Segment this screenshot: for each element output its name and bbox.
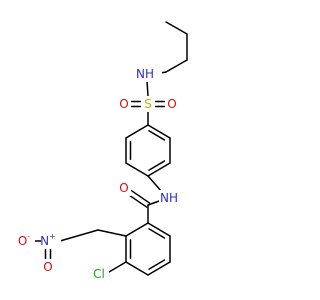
sulfonyl-oxygen-left-label: O — [117, 96, 131, 112]
upper-ring-bond-6 — [125, 124, 149, 139]
amide-nh-label: NH — [159, 190, 183, 206]
chlorine-symbol: Cl — [93, 267, 105, 281]
upper-ring-inner-1 — [148, 130, 166, 141]
carbonyl-double-bond-a — [129, 189, 151, 204]
nitro-n-charge: + — [49, 232, 56, 241]
amide-oxygen-symbol: O — [119, 181, 128, 195]
amide-n-symbol: N — [160, 191, 169, 205]
carbonyl-double-bond-b — [126, 193, 148, 208]
nitro-o-double-symbol: O — [43, 260, 52, 274]
ring-chlorine-bond — [108, 261, 127, 273]
nitro-oxygen-charged-label: O- — [17, 232, 35, 249]
butyl-bond-3 — [165, 59, 188, 73]
chlorine-atom-label: Cl — [89, 266, 109, 282]
ring-nitro-bond — [97, 229, 127, 237]
upper-ring-bond-3 — [147, 162, 171, 177]
n-s-bond — [146, 80, 149, 97]
sulfonyl-oxygen-left-symbol: O — [119, 97, 128, 111]
nitro-o-charged-symbol: O — [18, 234, 27, 248]
svg-text:NH: NH — [160, 191, 178, 205]
lower-ring-inner-2 — [148, 259, 166, 270]
upper-ring-inner-2 — [148, 160, 166, 171]
svg-text:NH: NH — [136, 67, 154, 81]
amide-h-symbol: H — [169, 191, 178, 205]
lower-ring-bond-4 — [125, 261, 149, 276]
upper-ring-bond-4 — [125, 162, 149, 177]
nitro-c-n-bond — [59, 229, 99, 242]
bond-layer — [34, 21, 188, 276]
sulfur-atom-label: S — [141, 96, 155, 112]
lower-ring-inner-1 — [148, 228, 166, 239]
amine-n-symbol: N — [136, 67, 145, 81]
upper-ring-bond-1 — [147, 124, 171, 139]
butyl-bond-1 — [165, 21, 188, 35]
lower-ring-bond-6 — [125, 222, 149, 237]
amide-oxygen-label: O — [117, 180, 131, 196]
nitro-o-charge: - — [27, 232, 30, 241]
lower-ring-bond-1 — [147, 222, 171, 237]
sulfonyl-oxygen-right-label: O — [165, 96, 179, 112]
amine-h-symbol: H — [145, 67, 154, 81]
ring-amide-n-bond — [147, 175, 163, 193]
molecule-structure-diagram: NH S O O NH O N+ — [17, 21, 188, 282]
atom-label-layer: NH S O O NH O N+ — [17, 66, 183, 282]
sulfur-symbol: S — [144, 97, 152, 111]
svg-text:O-: O- — [18, 232, 30, 249]
sulfonyl-oxygen-right-symbol: O — [167, 97, 176, 111]
amine-nh-label: NH — [136, 66, 162, 82]
nitro-nitrogen-label: N+ — [40, 232, 61, 249]
nitro-oxygen-double-label: O — [41, 259, 55, 275]
svg-text:N+: N+ — [40, 232, 56, 249]
nitro-n-symbol: N — [40, 234, 49, 248]
lower-ring-bond-3 — [147, 261, 171, 276]
